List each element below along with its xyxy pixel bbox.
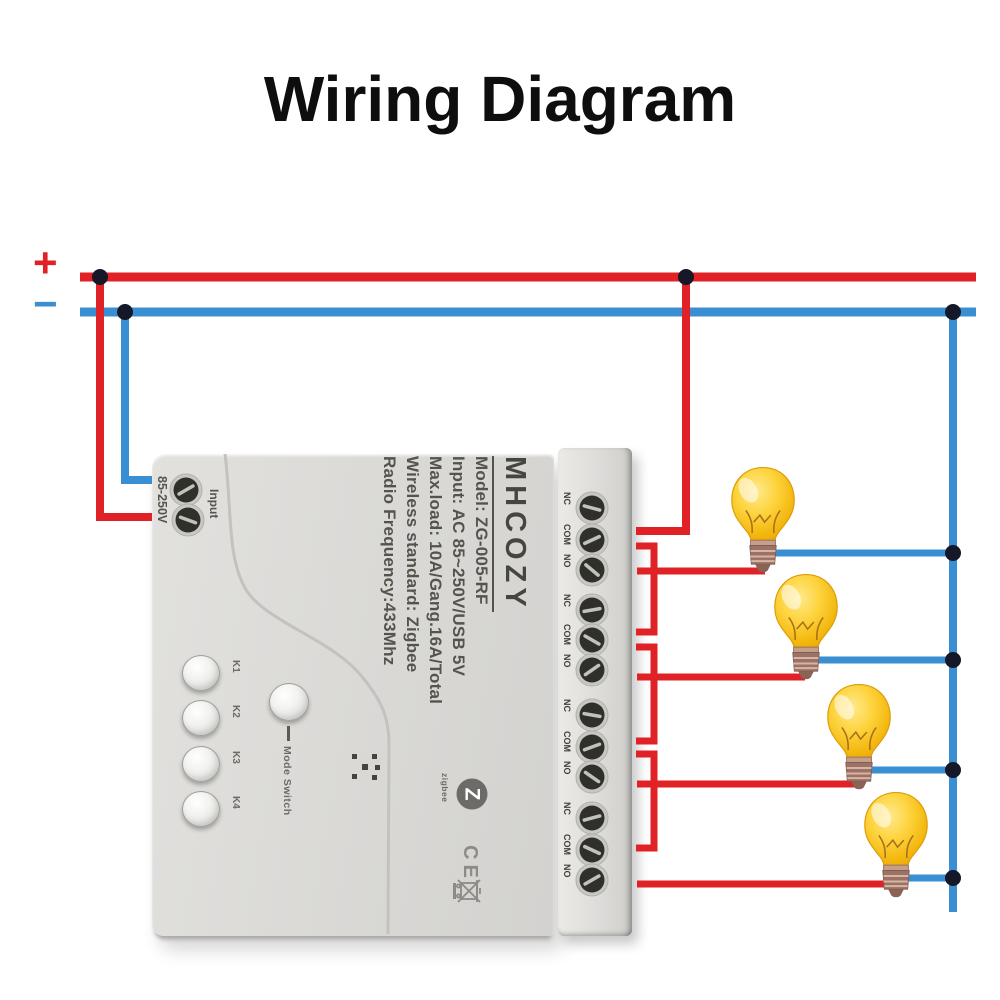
terminal-label-nc4: NC	[562, 802, 572, 815]
terminal-label-com4: COM	[562, 834, 572, 855]
device-spec-text: MHCOZY Model: ZG-005-RF Input: AC 85~250…	[378, 456, 537, 748]
k4-label: K4	[230, 796, 241, 809]
input-label: Input	[207, 489, 221, 519]
k3-button	[182, 746, 220, 782]
terminal-strip: NC COM NO NC COM NO NC COM NO NC COM NO	[558, 448, 632, 936]
terminal-label-com1: COM	[562, 524, 572, 545]
ce-mark: CE	[459, 845, 481, 883]
bulb-1-icon	[730, 466, 796, 574]
terminal-label-com3: COM	[562, 731, 572, 752]
bulb-3-icon	[826, 683, 892, 791]
terminal-label-no4: NO	[562, 864, 572, 878]
terminal-label-nc2: NC	[562, 594, 572, 607]
negative-terminal-label: −	[33, 280, 58, 327]
mode-switch-button	[269, 683, 309, 721]
terminal-label-com2: COM	[562, 624, 572, 645]
com-chain-wire-1	[636, 542, 658, 636]
terminal-label-no1: NO	[562, 554, 572, 568]
terminal-label-nc1: NC	[562, 492, 572, 505]
mode-switch-pointer	[287, 726, 290, 741]
live-com-feed-wire	[636, 281, 690, 535]
spec-frequency: Radio Frequency:433Mhz	[380, 456, 399, 666]
zigbee-label: zigbee	[440, 773, 450, 803]
input-voltage-label: 85-250V	[155, 476, 169, 524]
bulb-4-icon	[863, 791, 929, 899]
terminal-label-no2: NO	[562, 654, 572, 668]
spec-model: Model: ZG-005-RF	[472, 456, 491, 605]
k3-label: K3	[230, 751, 241, 764]
k1-label: K1	[230, 660, 241, 673]
terminal-label-no3: NO	[562, 761, 572, 775]
spec-input: Input: AC 85~250V/USB 5V	[449, 456, 468, 677]
brand-name: MHCOZY	[492, 456, 537, 748]
bulb-2-icon	[773, 573, 839, 681]
k1-button	[182, 655, 220, 691]
k2-button	[182, 700, 220, 736]
neutral-input-wire	[121, 308, 152, 484]
spec-wireless: Wireless standard: Zigbee	[403, 456, 422, 673]
spec-maxload: Max.load: 10A/Gang.16A/Total	[426, 456, 445, 705]
com-chain-wire-2	[636, 643, 658, 745]
positive-terminal-label: +	[33, 239, 58, 286]
com-chain-wire-3	[636, 750, 658, 852]
k2-label: K2	[230, 705, 241, 718]
page-title: Wiring Diagram	[263, 63, 737, 135]
k4-button	[182, 791, 220, 827]
mode-switch-label: Mode Switch	[281, 746, 293, 816]
live-input-wire	[96, 273, 152, 521]
terminal-label-nc3: NC	[562, 699, 572, 712]
